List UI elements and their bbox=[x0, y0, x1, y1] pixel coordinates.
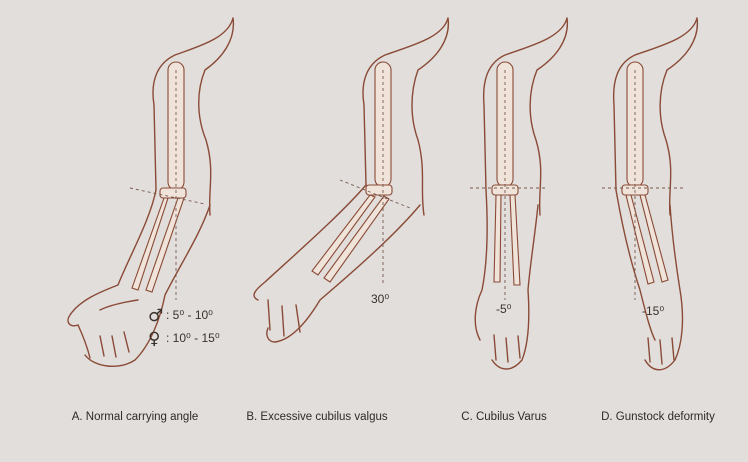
body-outline-a bbox=[153, 18, 233, 215]
female-angle-range: : 10⁰ - 15⁰ bbox=[166, 331, 220, 345]
radius-c bbox=[494, 195, 501, 282]
male-symbol: ♂ bbox=[148, 306, 163, 326]
caption-d: D. Gunstock deformity bbox=[601, 411, 715, 423]
caption-b: B. Excessive cubilus valgus bbox=[246, 411, 387, 423]
hand-a bbox=[78, 300, 138, 358]
hand-c bbox=[494, 335, 520, 362]
figure-a-normal-carrying-angle: ♂ : 5⁰ - 10⁰ ♀ : 10⁰ - 15⁰ bbox=[68, 18, 233, 366]
elbow-joint-a bbox=[160, 188, 186, 198]
radius-d bbox=[626, 195, 654, 284]
elbow-line-b bbox=[340, 180, 410, 208]
hand-d bbox=[648, 338, 674, 364]
male-angle-range: : 5⁰ - 10⁰ bbox=[166, 308, 213, 322]
hand-b bbox=[268, 300, 300, 336]
figure-d-gunstock-deformity: -15⁰ bbox=[602, 18, 697, 370]
female-symbol: ♀ bbox=[148, 329, 160, 349]
figure-c-cubilus-varus: -5⁰ bbox=[470, 18, 567, 369]
angle-label-d: -15⁰ bbox=[642, 304, 664, 318]
caption-a: A. Normal carrying angle bbox=[72, 411, 199, 423]
angle-label-b: 30⁰ bbox=[371, 292, 389, 306]
figure-b-excessive-valgus: 30⁰ bbox=[254, 18, 448, 342]
elbow-joint-b bbox=[366, 185, 392, 195]
ulna-b bbox=[324, 196, 389, 282]
angle-label-c: -5⁰ bbox=[496, 302, 512, 316]
ulna-c bbox=[510, 195, 520, 285]
caption-c: C. Cubilus Varus bbox=[461, 411, 546, 423]
